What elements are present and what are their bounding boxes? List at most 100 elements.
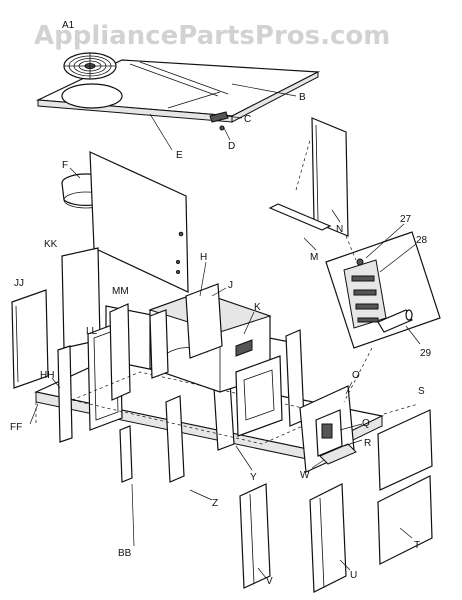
cover-divider	[167, 91, 221, 109]
label-r: R	[364, 438, 371, 449]
leader-z	[189, 489, 213, 501]
label-c: C	[244, 114, 251, 125]
partition-panel[interactable]	[89, 151, 189, 293]
corner-panel-u[interactable]	[309, 483, 347, 593]
leader-u	[339, 559, 351, 571]
label-h: H	[200, 252, 207, 263]
leader-t	[399, 527, 413, 539]
top-cover-seam-2	[139, 61, 229, 95]
screw-27[interactable]	[356, 258, 364, 266]
panel-j[interactable]	[185, 283, 223, 359]
side-panel-n[interactable]	[311, 117, 349, 237]
control-box[interactable]	[299, 385, 357, 473]
label-hh: HH	[40, 370, 54, 381]
leader-m	[303, 237, 317, 251]
label-mm: MM	[112, 286, 129, 297]
leader-h	[199, 261, 207, 297]
leader-j	[211, 287, 227, 297]
callout-top-dash	[295, 139, 311, 191]
leader-d	[223, 127, 231, 141]
top-cover-seam	[129, 63, 219, 97]
top-cover-assembly	[35, 52, 321, 131]
baffle-h[interactable]	[149, 309, 169, 379]
divider-post-mm[interactable]	[109, 303, 131, 401]
label-bb: BB	[118, 548, 132, 559]
watermark-text: AppliancePartsPros.com	[34, 21, 390, 51]
label-k: K	[254, 302, 261, 313]
partition-hole-1	[178, 231, 184, 237]
callout-detail-dash	[343, 347, 373, 403]
access-panel-jj[interactable]	[11, 289, 49, 389]
bracket-m[interactable]	[268, 203, 332, 231]
control-box-wall[interactable]	[235, 355, 283, 437]
leader-r	[343, 439, 363, 447]
leader-w	[311, 459, 325, 469]
front-post-left[interactable]	[119, 425, 133, 483]
corner-post-v[interactable]	[239, 483, 271, 589]
leader-e	[149, 113, 173, 151]
leader-v	[257, 567, 267, 579]
label-w: W	[300, 470, 310, 481]
front-post-right[interactable]	[213, 381, 235, 451]
fan-grille-a1[interactable]	[63, 52, 117, 80]
label-27: 27	[400, 214, 412, 225]
label-v: V	[266, 576, 273, 587]
label-jj: JJ	[14, 278, 24, 289]
fan-opening	[61, 83, 123, 109]
left-corner-post[interactable]	[57, 345, 73, 443]
callout-n-dash	[345, 235, 357, 261]
panel-n-fold	[315, 124, 319, 221]
side-panel-t[interactable]	[377, 475, 433, 565]
label-ll: LL	[86, 326, 98, 337]
label-n: N	[336, 224, 343, 235]
leader-ff	[29, 403, 39, 425]
label-q: Q	[362, 418, 370, 429]
label-j: J	[228, 280, 233, 291]
label-ff: FF	[10, 422, 22, 433]
screw-d[interactable]	[219, 125, 225, 131]
control-box-wall-inset	[243, 369, 275, 421]
leader-27	[365, 223, 405, 259]
partition-hole-3	[176, 270, 180, 274]
label-f: F	[62, 160, 68, 171]
leader-y	[235, 445, 253, 471]
terminal-block-28[interactable]	[343, 259, 387, 329]
terminal-detail	[325, 231, 441, 349]
leader-c	[225, 115, 243, 119]
label-e: E	[176, 150, 183, 161]
leader-o	[345, 381, 353, 395]
leader-28	[379, 243, 417, 273]
leader-n	[331, 209, 341, 223]
relay-q[interactable]	[321, 423, 333, 439]
label-29: 29	[420, 348, 432, 359]
panel-u-fold	[319, 497, 325, 589]
blower-outlet-k	[235, 339, 253, 357]
label-a1: A1	[62, 20, 75, 31]
label-d: D	[228, 141, 235, 152]
panel-jj-fold	[15, 305, 19, 383]
label-s: S	[418, 386, 425, 397]
blower-housing[interactable]	[148, 283, 272, 393]
post-v-fold	[249, 493, 255, 585]
label-z: Z	[212, 498, 218, 509]
side-panel-s[interactable]	[377, 409, 433, 491]
cover-bracket-c[interactable]	[209, 111, 229, 123]
front-post-middle[interactable]	[165, 395, 185, 483]
label-y: Y	[250, 472, 257, 483]
callout-s-dash	[383, 403, 419, 415]
floor-outline	[70, 371, 332, 445]
leader-bb	[131, 483, 135, 547]
label-u: U	[350, 570, 357, 581]
tray-w[interactable]	[319, 443, 357, 465]
leader-f	[69, 167, 81, 179]
label-b: B	[299, 92, 306, 103]
leader-b	[231, 83, 297, 97]
leader-k	[243, 311, 255, 335]
leader-q	[339, 423, 363, 431]
label-28: 28	[416, 235, 428, 246]
leader-29	[405, 325, 421, 345]
front-panel-ll-inset	[93, 329, 119, 421]
label-t: T	[414, 540, 420, 551]
fuse-29[interactable]	[377, 309, 413, 333]
